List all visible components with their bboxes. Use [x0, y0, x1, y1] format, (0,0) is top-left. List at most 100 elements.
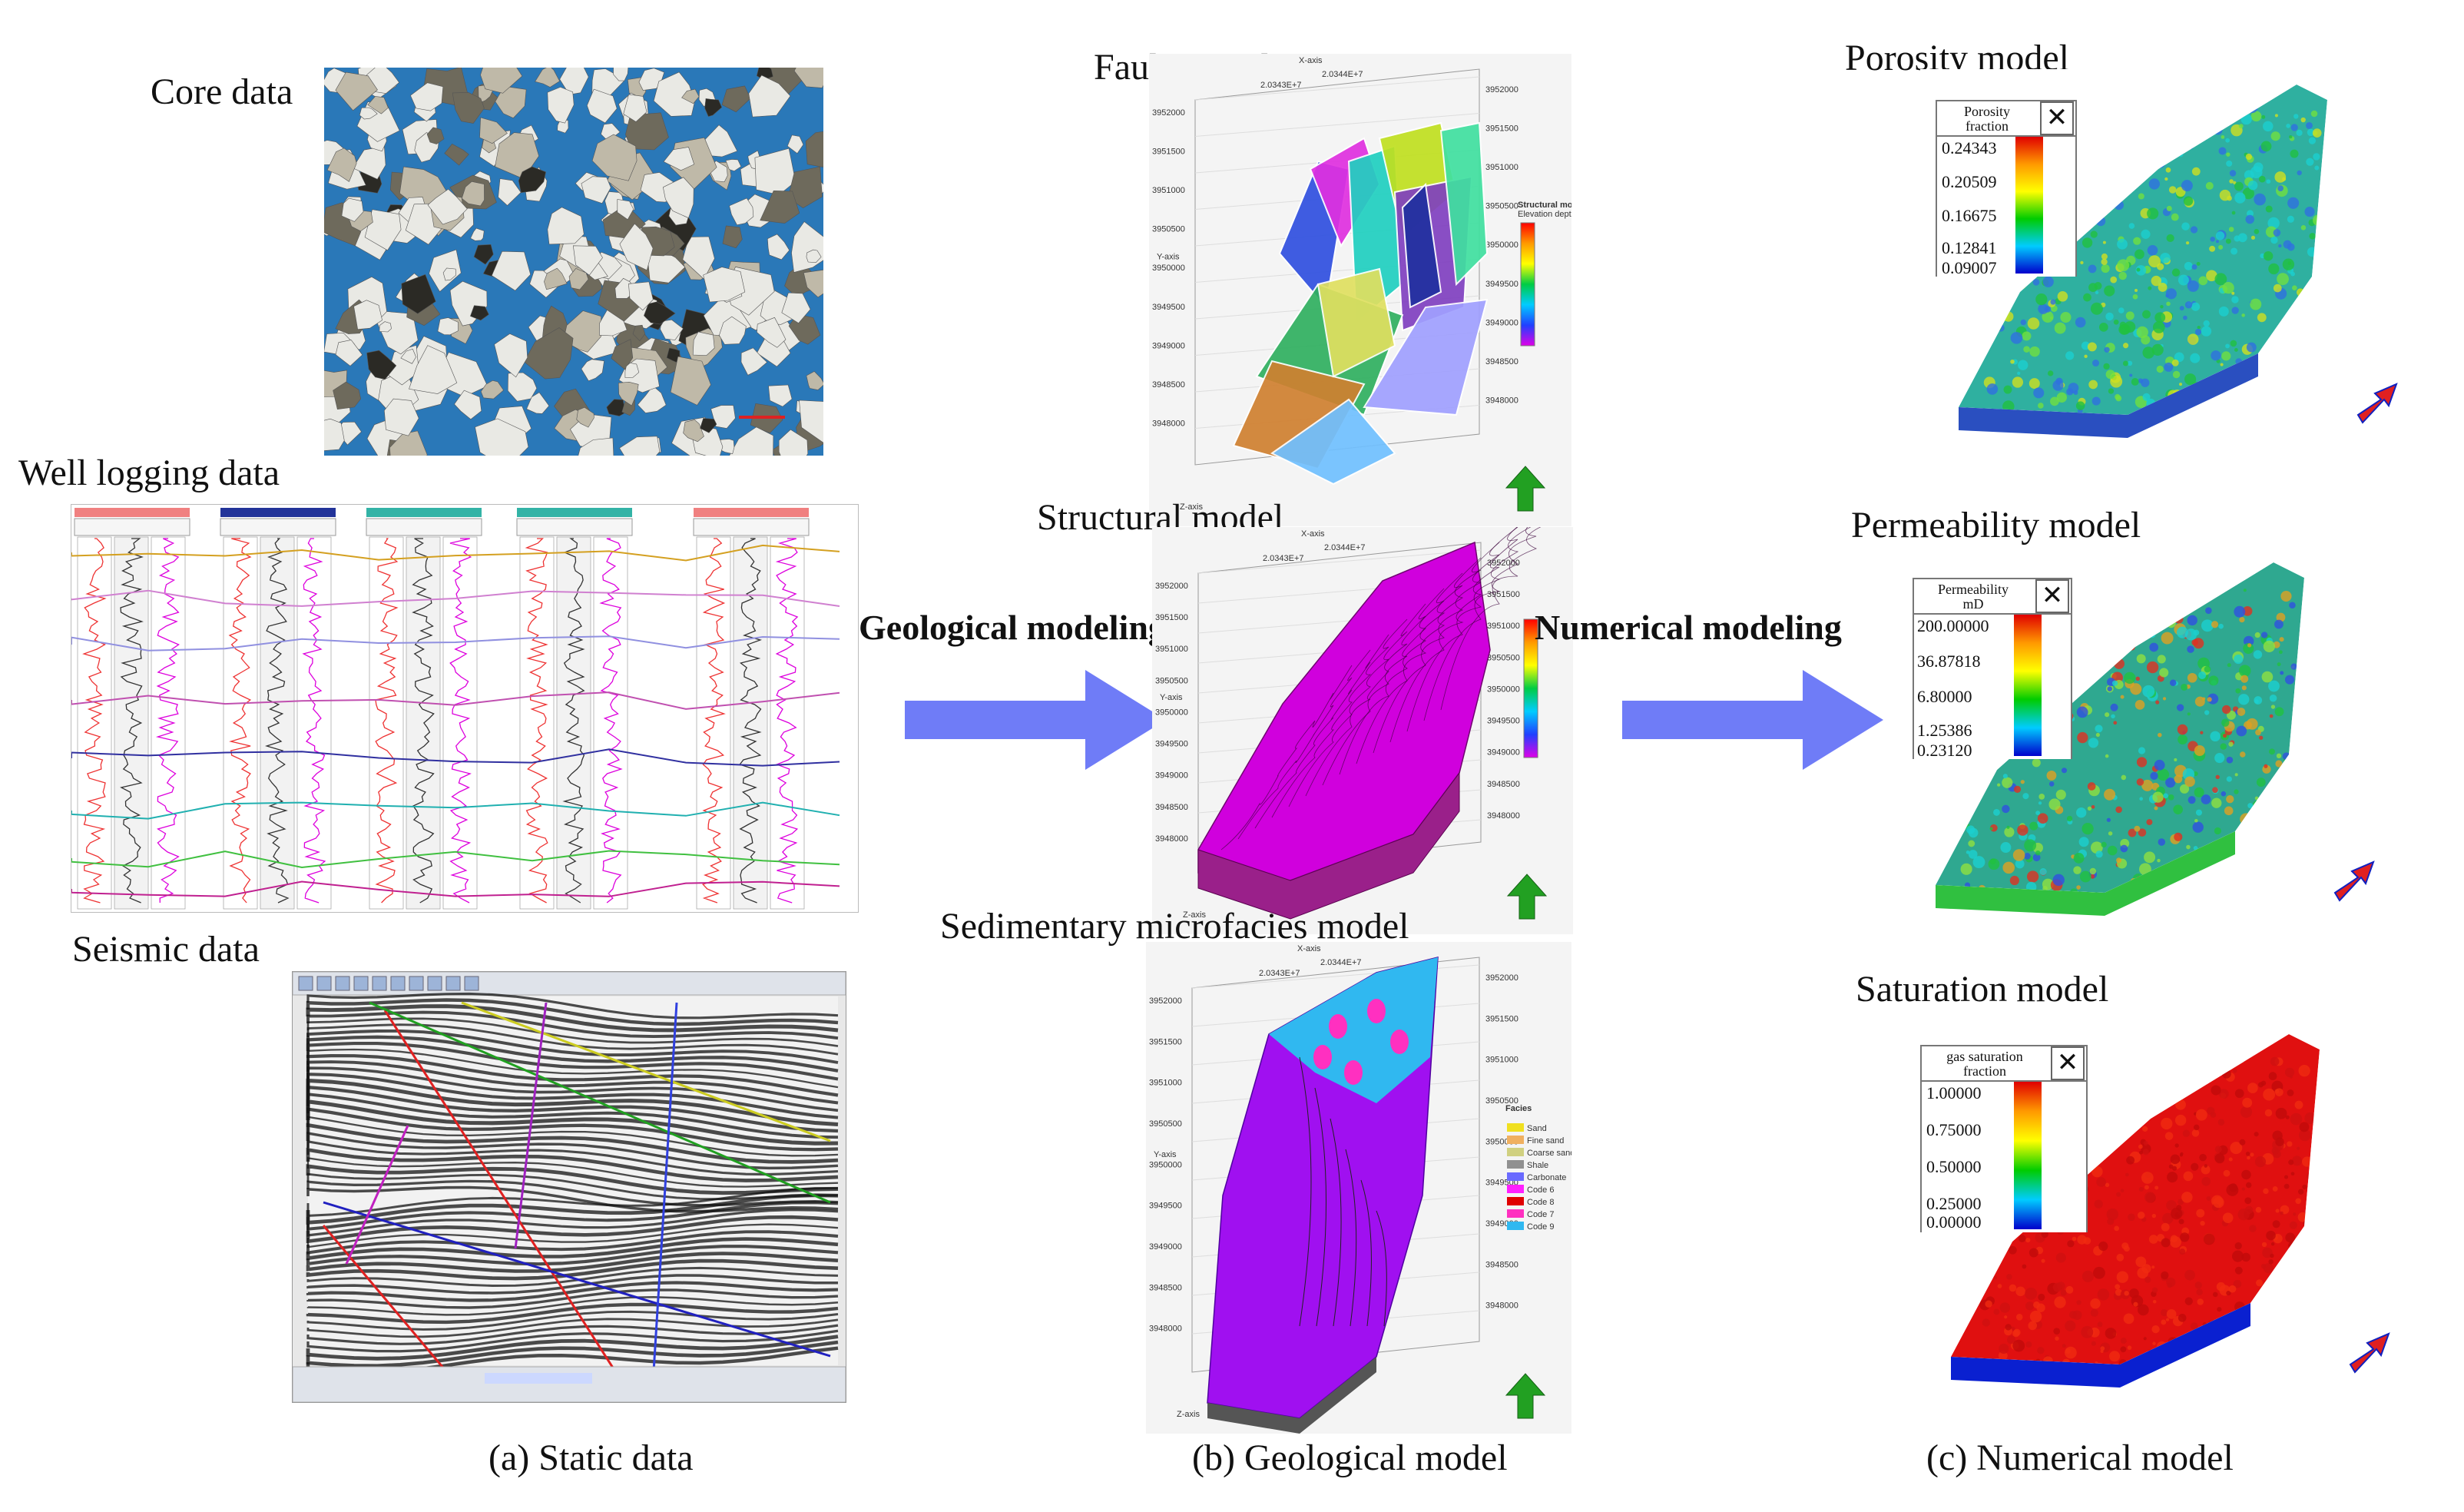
well-header [366, 508, 482, 517]
contour-line [1288, 603, 1426, 807]
horizon-line [71, 691, 840, 710]
permeability-tick-4: 1.25386 [1917, 721, 1972, 740]
property-cell-cluster [2118, 271, 2127, 280]
property-cell-cluster [2138, 193, 2144, 200]
core-grain [666, 347, 681, 363]
property-cell-cluster [1968, 840, 1976, 847]
facies-legend-item: Carbonate [1527, 1173, 1566, 1182]
property-cell-cluster [2113, 721, 2118, 725]
property-cell-cluster [2107, 845, 2118, 856]
y-axis-tick: 3949000 [1487, 748, 1520, 758]
property-cell-cluster [2121, 1242, 2129, 1250]
property-cell-cluster [2193, 629, 2200, 636]
property-cell-cluster [2020, 780, 2025, 784]
property-cell-cluster [2047, 370, 2054, 376]
property-cell-cluster [2247, 803, 2254, 809]
y-axis-tick: 3949500 [1487, 717, 1520, 726]
property-cell-cluster [2171, 213, 2179, 221]
property-cell-cluster [2152, 1299, 2157, 1304]
property-cell-cluster [2290, 1112, 2303, 1126]
property-cell-cluster [2122, 360, 2128, 366]
property-cell-cluster [2010, 359, 2015, 364]
porosity-legend: Porosity fraction ✕ 0.24343 0.20509 0.16… [1936, 100, 2077, 277]
property-cell-cluster [2307, 128, 2315, 137]
property-cell-cluster [2247, 1083, 2258, 1093]
facies-sand-region [1269, 957, 1438, 1103]
core-grain [748, 75, 791, 118]
y-axis-tick: 3948000 [1487, 811, 1520, 821]
facies-channel [1345, 1149, 1357, 1327]
property-cell-cluster [2116, 1192, 2121, 1197]
well-logging-panel [71, 504, 859, 913]
core-grain [618, 381, 639, 406]
property-cell-cluster [2276, 753, 2282, 759]
property-cell-cluster [2197, 671, 2207, 680]
property-cell-cluster [2094, 1199, 2103, 1209]
property-cell-cluster [2198, 276, 2208, 286]
seismic-reflector [306, 1066, 839, 1112]
property-cell-cluster [2263, 121, 2274, 132]
well-track [296, 536, 332, 910]
close-icon[interactable]: ✕ [2040, 101, 2074, 135]
model-block-base [1951, 1303, 2250, 1388]
property-cell-cluster [2158, 282, 2168, 292]
property-cell-cluster [2136, 326, 2148, 339]
core-grain [632, 324, 646, 342]
facies-swatch [1507, 1123, 1524, 1132]
property-cell-cluster [2054, 322, 2066, 334]
well-header-table [74, 518, 190, 536]
well-header [220, 508, 336, 517]
property-cell-cluster [2218, 306, 2229, 317]
property-cell-cluster [2136, 757, 2148, 768]
well-logging-title: Well logging data [18, 453, 280, 493]
toolbar-icon [298, 976, 313, 991]
property-cell-cluster [2138, 1211, 2145, 1219]
close-icon[interactable]: ✕ [2035, 579, 2069, 613]
property-cell-cluster [2117, 259, 2130, 272]
property-cell-cluster [2142, 393, 2151, 401]
property-cell-cluster [2161, 1222, 2170, 1232]
seismic-reflector [306, 1017, 839, 1047]
property-cell-cluster [2238, 665, 2251, 677]
property-cell-cluster [2144, 1192, 2156, 1203]
property-cell-cluster [2191, 264, 2197, 270]
property-cell-cluster [2284, 1067, 2295, 1078]
property-cell-cluster [2233, 1279, 2242, 1288]
property-cell-cluster [2184, 776, 2195, 788]
well-track [114, 536, 149, 910]
property-cell-cluster [2025, 1287, 2038, 1300]
y-axis-tick: 3948000 [1485, 396, 1518, 405]
property-cell-cluster [2241, 313, 2245, 317]
model-block-body [1936, 562, 2304, 893]
property-cell-cluster [2292, 1156, 2302, 1166]
property-cell-cluster [1993, 1308, 2000, 1315]
y-axis-tick: 3950000 [1152, 264, 1185, 273]
property-cell-cluster [2204, 665, 2211, 673]
property-cell-cluster [2098, 322, 2108, 332]
property-cell-cluster [2226, 1184, 2239, 1196]
property-cell-cluster [2138, 747, 2146, 754]
property-cell-cluster [2178, 734, 2188, 744]
facies-swatch [1507, 1136, 1524, 1144]
well-header [694, 508, 809, 517]
core-data-title: Core data [151, 71, 293, 112]
property-cell-cluster [2178, 274, 2189, 286]
property-cell-cluster [2161, 1117, 2173, 1130]
x-axis-label: X-axis [1299, 56, 1323, 65]
property-cell-cluster [2079, 870, 2091, 883]
property-cell-cluster [2215, 240, 2219, 244]
property-cell-cluster [2284, 1175, 2289, 1179]
property-cell-cluster [2289, 602, 2296, 608]
property-cell-cluster [2080, 260, 2084, 265]
property-cell-cluster [2187, 280, 2199, 292]
close-icon[interactable]: ✕ [2051, 1046, 2085, 1080]
y-axis-tick: 3950000 [1485, 240, 1518, 250]
property-cell-cluster [1989, 827, 1993, 831]
property-cell-cluster [2120, 695, 2125, 699]
z-axis-label: Z-axis [1177, 1410, 1200, 1419]
property-cell-cluster [2075, 401, 2085, 410]
property-cell-cluster [2161, 1319, 2167, 1325]
log-curve [412, 538, 435, 904]
property-cell-cluster [2083, 293, 2091, 302]
y-axis-tick: 3952000 [1485, 973, 1518, 983]
